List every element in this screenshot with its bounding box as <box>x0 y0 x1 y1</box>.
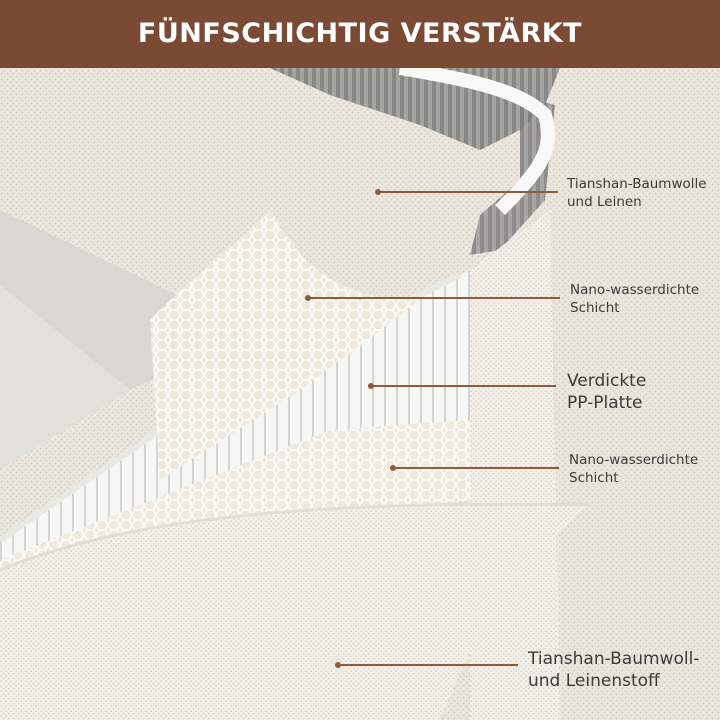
label-layer-2-line1: Nano-wasserdichte <box>570 282 700 298</box>
label-layer-4-line1: Nano-wasserdichte <box>569 452 699 468</box>
callout-line <box>371 385 556 387</box>
label-layer-5: Tianshan-Baumwoll- und Leinenstoff <box>528 648 699 692</box>
banner-title: FÜNFSCHICHTIG VERSTÄRKT <box>137 18 583 49</box>
label-layer-3: Verdickte PP-Platte <box>567 370 646 414</box>
callout-line <box>393 467 559 469</box>
label-layer-1-line2: und Leinen <box>567 193 642 210</box>
callout-line <box>338 664 518 666</box>
callout-line <box>378 191 558 193</box>
label-layer-4-line2: Schicht <box>569 469 619 486</box>
label-layer-3-line2: PP-Platte <box>567 393 643 414</box>
label-layer-1: Tianshan-Baumwolle und Leinen <box>567 176 707 211</box>
label-layer-3-line1: Verdickte <box>567 371 647 391</box>
label-layer-2-line2: Schicht <box>570 299 620 316</box>
label-layer-5-line2: und Leinenstoff <box>528 671 660 692</box>
label-layer-2: Nano-wasserdichte Schicht <box>570 282 699 317</box>
callout-line <box>308 297 560 299</box>
label-layer-1-line1: Tianshan-Baumwolle <box>567 176 707 192</box>
label-layer-5-line1: Tianshan-Baumwoll- <box>528 649 700 669</box>
label-layer-4: Nano-wasserdichte Schicht <box>569 452 698 487</box>
title-banner <box>0 0 720 68</box>
